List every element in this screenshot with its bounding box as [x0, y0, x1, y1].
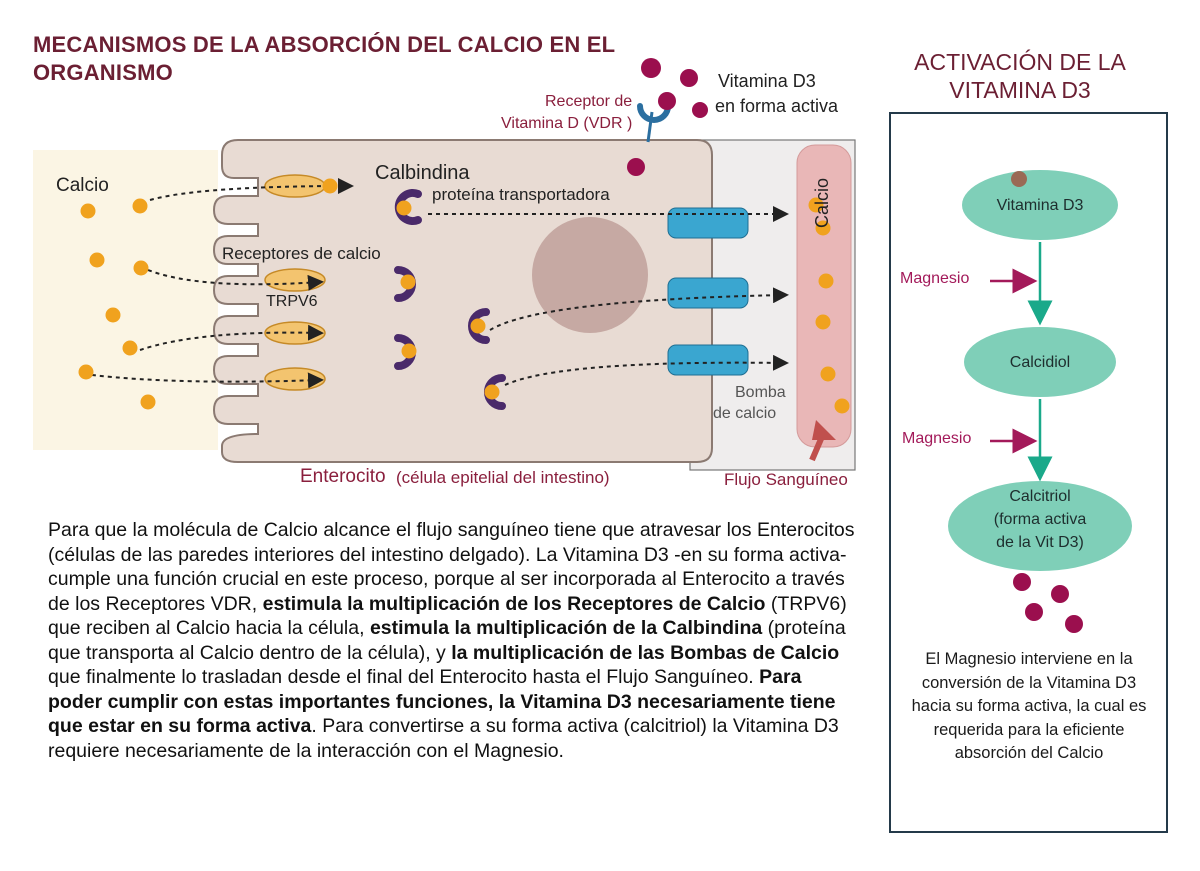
activation-panel: [889, 112, 1168, 833]
vitamin-d3-marker: [1011, 171, 1027, 187]
nucleus: [532, 217, 648, 333]
paragraph-segment: (TRPV6) que reciben al Calcio hacia la c…: [48, 592, 847, 640]
calcium-dot: [401, 343, 417, 359]
page-title: MECANISMOS DE LA ABSORCIÓN DEL CALCIO EN…: [33, 32, 615, 85]
calcium-pump: [667, 207, 749, 239]
vdr-receptor: [637, 103, 671, 143]
active-vitamin-dot: [1065, 615, 1083, 633]
label-enterocito-sub: (célula epitelial del intestino): [396, 468, 610, 487]
active-vitamin-dots: [1013, 573, 1083, 633]
label-magnesio-1: Magnesio: [900, 270, 970, 287]
vitamin-d3-dots: [627, 58, 708, 176]
label-receptor-2: Vitamina D (VDR ): [501, 115, 633, 132]
paragraph-segment: que finalmente lo trasladan desde el fin…: [48, 666, 760, 688]
calcium-dot: [815, 220, 831, 236]
label-calcio-vertical: Calcio: [812, 177, 832, 228]
label-flujo: Flujo Sanguíneo: [724, 470, 848, 489]
step-calcitriol: Calcitriol (forma activa de la Vit D3): [965, 485, 1115, 554]
step-calcitriol-line2: (forma activa: [993, 511, 1087, 528]
calcium-dot: [133, 260, 149, 276]
vitamin-d3-dot: [692, 102, 708, 118]
label-trpv6: TRPV6: [266, 293, 318, 310]
calcium-dot: [78, 364, 94, 380]
label-enterocito: Enterocito: [300, 466, 386, 487]
calcium-pump: [667, 344, 749, 376]
paragraph-segment: Para que la molécula de Calcio alcance e…: [48, 519, 855, 615]
transport-arrow: [147, 269, 324, 291]
transport-arrow: [504, 354, 789, 386]
paragraph-segment: . Para convertirse a su forma activa (ca…: [48, 715, 839, 762]
label-vitamina-d3: Vitamina D3: [718, 71, 816, 91]
paragraph-segment: Para poder cumplir con estas importantes…: [48, 666, 836, 737]
calcium-dot: [322, 178, 338, 194]
paragraph-segment: (proteína que transporta al Calcio dentr…: [48, 617, 846, 664]
transport-arrow: [139, 324, 324, 351]
calcium-pumps: [667, 207, 749, 376]
calcium-dot: [808, 197, 824, 213]
transport-arrow: [91, 372, 324, 389]
step-calcitriol-line1: Calcitriol: [1009, 488, 1071, 505]
step-vitamina-d3: Vitamina D3: [996, 197, 1084, 214]
lumen-area: [33, 150, 218, 450]
calcium-dot: [105, 307, 121, 323]
blood-vessel: [796, 144, 852, 448]
label-bomba: Bomba: [735, 384, 786, 401]
ellipse-calcidiol: [964, 327, 1116, 397]
label-proteina: proteína transportadora: [432, 185, 610, 204]
paragraph-segment: estimula la multiplicación de los Recept…: [262, 592, 766, 615]
calcium-dot: [470, 318, 486, 334]
activation-note: El Magnesio interviene en la conversión …: [911, 650, 1147, 762]
ellipse-vitamin-d3: [962, 170, 1118, 240]
description-paragraph: Para que la molécula de Calcio alcance e…: [48, 518, 858, 763]
vitamin-d3-dot: [641, 58, 661, 78]
label-de-calcio: de calcio: [713, 405, 777, 422]
active-vitamin-dot: [1013, 573, 1031, 591]
paragraph-segment: la multiplicación de las Bombas de Calci…: [451, 641, 840, 664]
calcium-dot: [396, 200, 412, 216]
vitamin-d3-dot: [627, 158, 645, 176]
calcium-dots: [78, 178, 850, 414]
label-calcio: Calcio: [56, 175, 109, 196]
blood-flow-arrow: [809, 420, 836, 462]
label-receptores: Receptores de calcio: [222, 244, 381, 263]
calcium-dot: [818, 273, 834, 289]
calcium-dot: [80, 203, 96, 219]
trpv6-channel: [264, 367, 326, 391]
calcium-dot: [400, 274, 416, 290]
vitamin-d3-dot: [658, 92, 676, 110]
active-vitamin-dot: [1051, 585, 1069, 603]
label-receptor-1: Receptor de: [545, 93, 633, 110]
calcium-pump: [667, 277, 749, 309]
calcium-dot: [815, 314, 831, 330]
step-calcitriol-line3: de la Vit D3): [996, 534, 1084, 551]
active-vitamin-dot: [1025, 603, 1043, 621]
vitamin-d3-dot: [680, 69, 698, 87]
transport-arrow: [489, 287, 789, 331]
ellipse-calcitriol: [948, 481, 1132, 571]
label-magnesio-2: Magnesio: [902, 430, 972, 447]
transport-arrow: [149, 178, 354, 201]
step-calcidiol: Calcidiol: [1009, 354, 1071, 371]
label-calbindina: Calbindina: [375, 162, 470, 184]
calcium-dot: [140, 394, 156, 410]
calcium-dot: [132, 198, 148, 214]
calcium-dot: [484, 384, 500, 400]
transport-arrows: [91, 178, 789, 389]
activation-title: ACTIVACIÓN DE LA VITAMINA D3: [914, 49, 1126, 103]
paragraph-segment: estimula la multiplicación de la Calbind…: [369, 617, 763, 639]
calcium-dot: [820, 366, 836, 382]
calcium-dot: [834, 398, 850, 414]
calcium-dot: [89, 252, 105, 268]
trpv6-channel: [264, 268, 326, 292]
calcium-dot: [122, 340, 138, 356]
label-forma-activa: en forma activa: [715, 96, 839, 116]
